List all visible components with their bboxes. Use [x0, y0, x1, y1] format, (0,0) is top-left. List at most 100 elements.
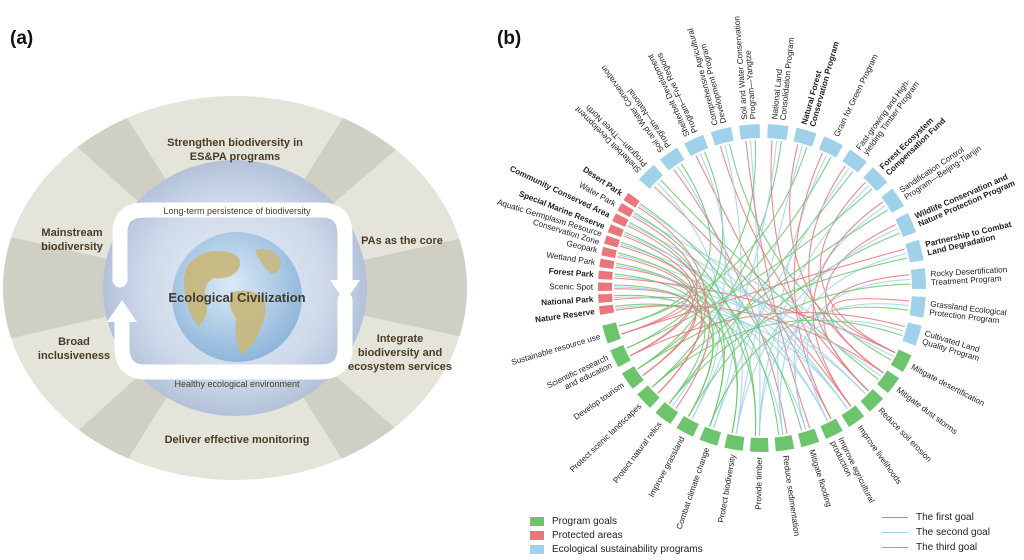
chord-link — [637, 156, 832, 370]
chord-link — [749, 140, 761, 437]
legend-first-goal-label: The first goal — [916, 512, 974, 523]
chord-link — [618, 146, 808, 327]
segment-red — [623, 192, 640, 208]
ring-label-top: ES&PA programs — [190, 151, 280, 163]
arrow-bottom — [114, 292, 353, 380]
chord-link — [668, 170, 854, 404]
chord-link — [770, 140, 852, 407]
chord-label: Provide timber — [754, 457, 764, 510]
segment-blue — [818, 136, 843, 158]
chord-link — [633, 214, 894, 357]
chord-label: Improve grassland — [647, 435, 687, 499]
ring-label-bottom-left: inclusiveness — [38, 350, 110, 362]
chord-link — [621, 248, 905, 335]
chord-label: Forest Park — [548, 267, 594, 280]
chord-link — [627, 225, 710, 409]
chord-label: Reduce sedimentation — [781, 455, 801, 537]
segment-red — [601, 246, 617, 259]
chord-link — [623, 233, 828, 422]
chord-label: National Park — [541, 295, 594, 307]
chord-link — [651, 209, 888, 388]
chord-link — [639, 203, 803, 431]
panel-b-label: (b) — [497, 28, 522, 49]
segment-green — [798, 428, 820, 448]
chord-link — [758, 185, 870, 437]
arc-top-label: Long-term persistence of biodiversity — [163, 206, 311, 216]
chord-link — [713, 168, 850, 429]
chord-link — [651, 141, 782, 388]
arc-bottom-label: Healthy ecological environment — [174, 379, 300, 389]
segment-blue — [684, 134, 709, 156]
segment-green — [637, 385, 660, 408]
segment-green — [890, 349, 912, 372]
panel-a-label: (a) — [10, 28, 34, 49]
chord-link — [677, 166, 743, 434]
ring-label-bottom-right: biodiversity and — [358, 347, 442, 359]
segment-green — [860, 389, 884, 412]
segment-blue — [909, 296, 926, 318]
segment-blue — [881, 188, 904, 213]
chord-link — [745, 140, 811, 429]
chord-link — [777, 154, 828, 435]
segment-red — [598, 270, 613, 280]
chord-label: Comprehensive AgriculturalDevelopment Pr… — [686, 25, 728, 126]
chord-link — [630, 215, 698, 357]
segment-blue — [639, 164, 664, 189]
legend-second-goal-label: The second goal — [916, 527, 990, 538]
legend-eco-programs: Ecological sustainability programs — [530, 544, 703, 555]
chord-link — [831, 298, 910, 354]
ring-label-bottom-left: Broad — [58, 336, 90, 348]
chord-link — [825, 224, 896, 374]
segment-blue — [767, 124, 789, 140]
chord-link — [634, 212, 757, 436]
chord-link — [728, 143, 892, 361]
chord-link — [779, 253, 907, 435]
chord-link — [758, 303, 910, 437]
chord-link — [668, 283, 910, 404]
chord-link — [615, 305, 848, 410]
ring-label-bottom: Deliver effective monitoring — [165, 434, 310, 446]
ring-label-bottom-right: ecosystem services — [348, 361, 452, 373]
ring-label-top-right: PAs as the core — [361, 235, 443, 247]
chord-link — [637, 151, 724, 370]
segment-blue — [863, 167, 888, 192]
segment-green — [877, 370, 900, 394]
segment-red — [598, 293, 613, 303]
ecological-civilization-diagram: Ecological Civilization Long-term persis… — [3, 96, 467, 480]
chord-link — [630, 312, 906, 357]
chord-label: Mitigate flooding — [807, 448, 833, 508]
segment-red — [599, 258, 615, 269]
segment-green — [602, 322, 621, 344]
segment-red — [617, 202, 634, 218]
segment-blue — [895, 213, 917, 237]
segment-green — [820, 418, 843, 440]
chord-link — [613, 284, 706, 404]
chord-link — [806, 278, 910, 422]
chord-label: Partnership to CombatLand Degradation — [924, 220, 1014, 258]
segment-blue — [905, 239, 924, 263]
chord-link — [624, 231, 780, 436]
segment-red — [598, 282, 613, 292]
chord-link — [629, 221, 725, 427]
segment-green — [655, 402, 679, 425]
chord-link — [618, 252, 714, 417]
ring-label-top-left: Mainstream — [41, 227, 102, 239]
chord-link — [626, 140, 757, 349]
chord-link — [794, 320, 904, 430]
segment-green — [841, 405, 865, 428]
chord-label: Scenic Spot — [549, 282, 593, 291]
segment-green — [724, 433, 745, 451]
segment-blue — [902, 322, 922, 346]
chord-label: Nature Reserve — [535, 307, 596, 324]
chord-label: Develop tourism — [572, 381, 626, 422]
segment-green — [610, 344, 631, 368]
chord-link — [615, 305, 884, 374]
chord-link — [812, 201, 883, 407]
chord-link — [793, 152, 832, 420]
chord-link — [823, 274, 910, 392]
segment-green — [676, 416, 699, 437]
chord-label: Grassland EcologicalProtection Program — [929, 299, 1008, 326]
chord-link — [637, 206, 706, 394]
segment-blue — [842, 149, 867, 173]
